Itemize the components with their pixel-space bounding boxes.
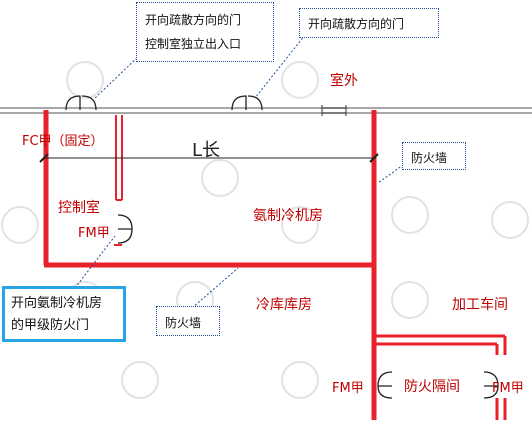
label-cold-store: 冷库库房: [256, 297, 312, 313]
label-fm-left: FM甲: [332, 381, 364, 396]
fire-walls: [43, 110, 507, 420]
callout-fire-door-line2: 的甲级防火门: [11, 318, 90, 333]
callout-fire-door: 开向氨制冷机房 的甲级防火门: [2, 286, 126, 342]
label-workshop: 加工车间: [452, 297, 508, 313]
callout-firewall-right: 防火墙: [402, 142, 466, 170]
callout-firewall-right-text: 防火墙: [411, 151, 448, 165]
length-dimension: [39, 153, 379, 163]
label-length: L长: [192, 140, 221, 161]
exterior-wall: [0, 107, 532, 114]
fixed-window-mark: [321, 105, 347, 116]
callout-fire-door-line1: 开向氨制冷机房: [11, 296, 103, 311]
label-fm-right: FM甲: [492, 381, 524, 396]
callout-top-left: 开向疏散方向的门 控制室独立出入口: [136, 2, 274, 62]
label-control-room: 控制室: [58, 200, 100, 216]
leader-lines: [74, 34, 411, 309]
callout-firewall-bottom: 防火墙: [156, 306, 220, 336]
label-fc-fixed: FC甲（固定）: [22, 134, 104, 149]
label-ammonia-room: 氨制冷机房: [253, 208, 323, 224]
callout-top-left-line2: 控制室独立出入口: [145, 37, 242, 51]
door-swings: [65, 95, 499, 399]
label-fire-compartment: 防火隔间: [404, 379, 460, 395]
callout-top-right-text: 开向疏散方向的门: [308, 17, 405, 31]
label-fm-control: FM甲: [78, 226, 110, 241]
label-outdoor: 室外: [330, 73, 358, 89]
callout-top-left-line1: 开向疏散方向的门: [145, 13, 242, 27]
callout-top-right: 开向疏散方向的门: [299, 8, 439, 38]
callout-firewall-bottom-text: 防火墙: [165, 316, 202, 330]
